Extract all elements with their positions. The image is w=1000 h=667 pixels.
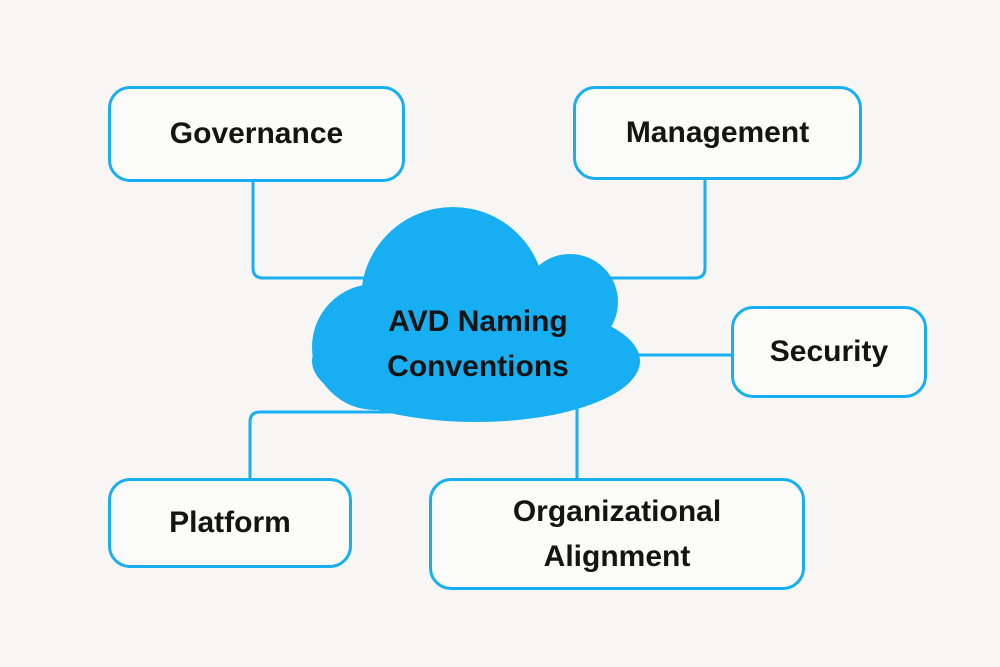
node-platform: Platform [108,478,352,568]
node-organizational-alignment-label: Organizational Alignment [512,495,722,573]
node-governance-label: Governance [169,117,344,150]
node-governance: Governance [108,86,405,182]
cloud-title: AVD Naming Conventions [332,299,624,389]
node-management-label: Management [625,116,810,149]
cloud-shape [312,207,640,422]
node-security-label: Security [769,335,889,368]
connector-governance [251,182,430,280]
cloud-title-line2: Conventions [387,350,569,383]
connector-management [590,180,707,280]
node-platform-label: Platform [169,506,291,539]
cloud-title-line1: AVD Naming [388,305,568,338]
connector-platform [248,410,430,478]
node-security: Security [731,306,927,398]
node-organizational-alignment: Organizational Alignment [429,478,805,590]
node-management: Management [573,86,862,180]
